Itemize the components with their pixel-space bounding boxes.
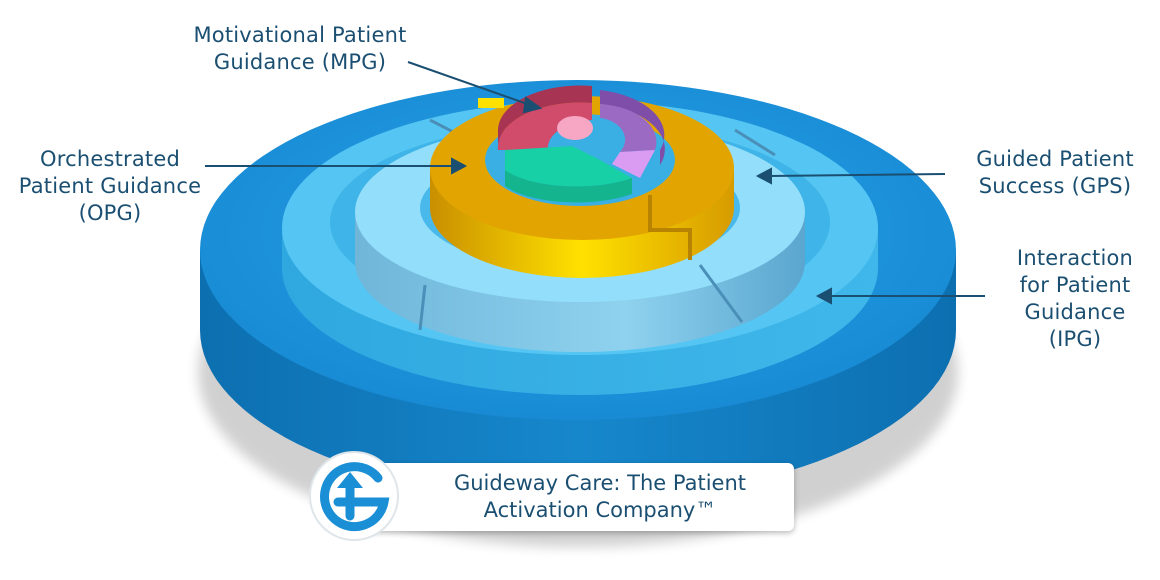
brand-name: Guideway Care: The Patient Activation Co… — [453, 471, 747, 522]
label-ipg: Interaction for Patient Guidance (IPG) — [1016, 246, 1134, 351]
guideway-g-arrow-logo-icon — [309, 451, 399, 541]
brand-banner — [352, 463, 794, 531]
label-mpg: Motivational Patient Guidance (MPG) — [193, 23, 407, 74]
label-gps: Guided Patient Success (GPS) — [976, 147, 1134, 198]
pointer-arrows — [205, 61, 985, 305]
label-opg: Orchestrated Patient Guidance (OPG) — [18, 147, 202, 225]
